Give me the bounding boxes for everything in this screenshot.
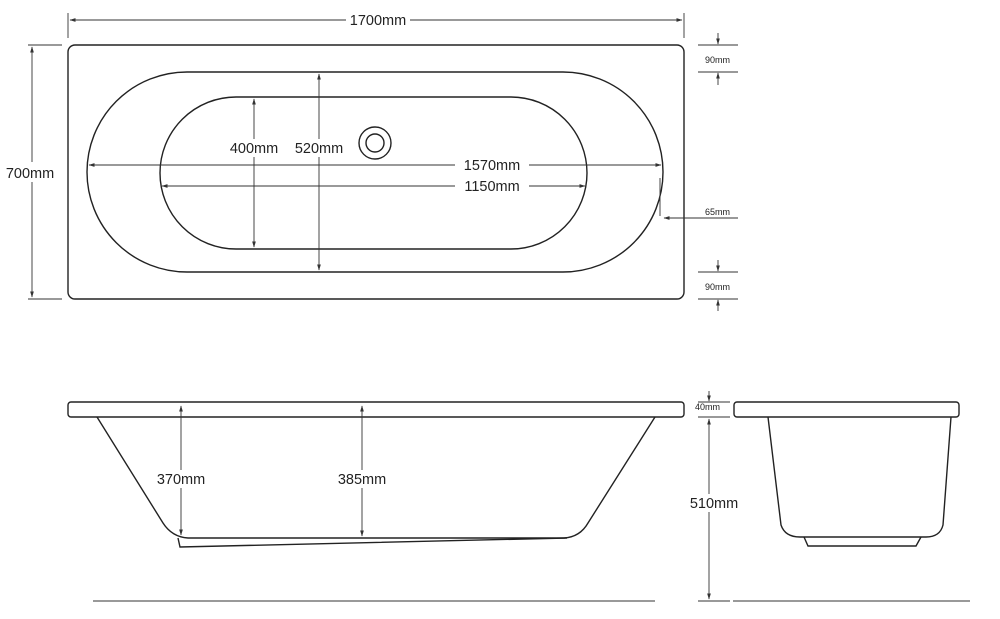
dim-depth-centre: 385mm: [332, 405, 392, 537]
label-overall-width: 700mm: [6, 166, 54, 182]
dim-overall-depth: 510mm: [690, 418, 738, 600]
label-inner-bowl-width: 400mm: [230, 141, 278, 157]
dim-rim-thickness: 40mm: [695, 402, 720, 412]
label-rim-end-top: 90mm: [705, 55, 730, 65]
label-rim-side: 65mm: [705, 207, 730, 217]
outer-bowl-outline: [86, 71, 664, 273]
label-outer-bowl-length: 1570mm: [464, 158, 520, 174]
label-rim-end-bottom: 90mm: [705, 282, 730, 292]
dim-inner-bowl-length: 1150mm: [161, 177, 586, 195]
dim-overall-width: 700mm: [1, 44, 62, 300]
label-outer-bowl-width: 520mm: [295, 141, 343, 157]
dim-depth-end: 370mm: [150, 405, 210, 536]
plan-view: 1700mm 700mm 1570mm 1150mm 400mm: [1, 11, 738, 311]
end-bath-feet: [803, 536, 922, 547]
side-elevation: 370mm 385mm: [67, 401, 685, 602]
label-overall-length: 1700mm: [350, 13, 406, 29]
end-bath-body: [767, 416, 952, 538]
end-rim-lip: [733, 401, 960, 418]
side-rim-lip: [67, 401, 685, 418]
dim-outer-bowl-width: 520mm: [290, 73, 348, 271]
bath-outer-rim: [67, 44, 685, 300]
label-depth-end: 370mm: [157, 472, 205, 488]
side-bath-body: [96, 416, 656, 539]
dim-overall-length: 1700mm: [67, 11, 685, 38]
label-rim-thickness: 40mm: [695, 402, 720, 412]
side-bath-feet: [177, 537, 568, 548]
dim-rim-side: 65mm: [659, 178, 738, 220]
inner-bowl-outline: [159, 96, 588, 250]
depth-dimensions: 40mm 510mm: [690, 391, 738, 602]
waste-outlet: [358, 126, 392, 160]
dim-rim-end-top: 90mm: [698, 33, 738, 85]
label-inner-bowl-length: 1150mm: [464, 179, 519, 195]
label-depth-centre: 385mm: [338, 472, 386, 488]
dim-outer-bowl-length: 1570mm: [88, 156, 662, 174]
dim-inner-bowl-width: 400mm: [225, 98, 283, 248]
dim-rim-end-bottom: 90mm: [698, 260, 738, 311]
label-overall-depth: 510mm: [690, 496, 738, 512]
end-elevation: [733, 401, 970, 602]
